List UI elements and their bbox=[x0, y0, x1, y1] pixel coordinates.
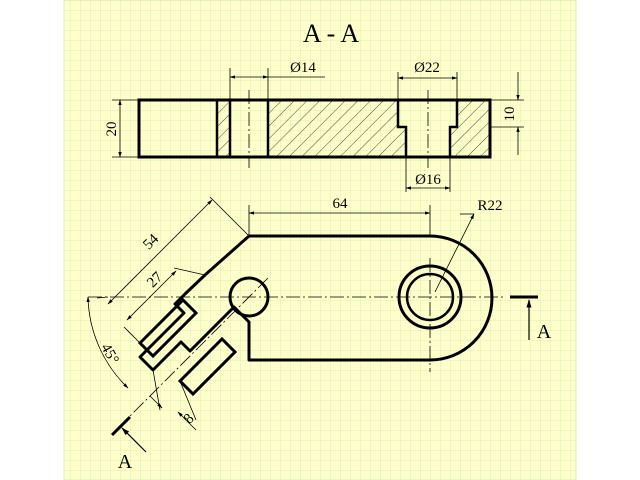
hatch-below-counterbore bbox=[398, 127, 406, 157]
section-view: Ø14 Ø22 Ø16 20 10 bbox=[104, 60, 524, 192]
dim-line-8 bbox=[149, 395, 163, 409]
dim-line-8b bbox=[177, 411, 197, 431]
dim-line-27 bbox=[126, 270, 177, 321]
dim-depth-10: 10 bbox=[502, 107, 518, 122]
dim-length-64: 64 bbox=[333, 196, 349, 212]
section-arrow-left bbox=[121, 427, 147, 453]
hatch-right-below bbox=[450, 127, 457, 157]
section-mark-left: A bbox=[118, 451, 133, 473]
angle-arc-45 bbox=[86, 296, 129, 389]
ext-line bbox=[173, 267, 206, 276]
dim-thickness-20: 20 bbox=[104, 122, 120, 137]
centerline-diagonal bbox=[127, 277, 269, 419]
leader-r22-diag bbox=[434, 213, 475, 293]
dim-line-54 bbox=[107, 199, 213, 305]
section-plane-left bbox=[110, 415, 132, 437]
slot-lower bbox=[177, 336, 238, 397]
section-title: A - A bbox=[303, 19, 360, 48]
paper-border bbox=[63, 0, 577, 480]
ext-line bbox=[209, 196, 250, 237]
hatch-left-wall bbox=[217, 100, 230, 157]
dim-dia16: Ø16 bbox=[415, 172, 441, 188]
section-mark-right: A bbox=[537, 321, 552, 343]
dim-dia22: Ø22 bbox=[414, 60, 440, 76]
dim-radius-r22: R22 bbox=[477, 198, 502, 214]
part-outline bbox=[138, 234, 494, 372]
hatch-middle-web bbox=[268, 100, 398, 157]
ext-line bbox=[179, 380, 197, 421]
section-outline bbox=[137, 98, 492, 159]
dim-dia14: Ø14 bbox=[290, 60, 316, 76]
hatch-right-end bbox=[457, 100, 490, 157]
counterbore-profile bbox=[396, 100, 459, 157]
